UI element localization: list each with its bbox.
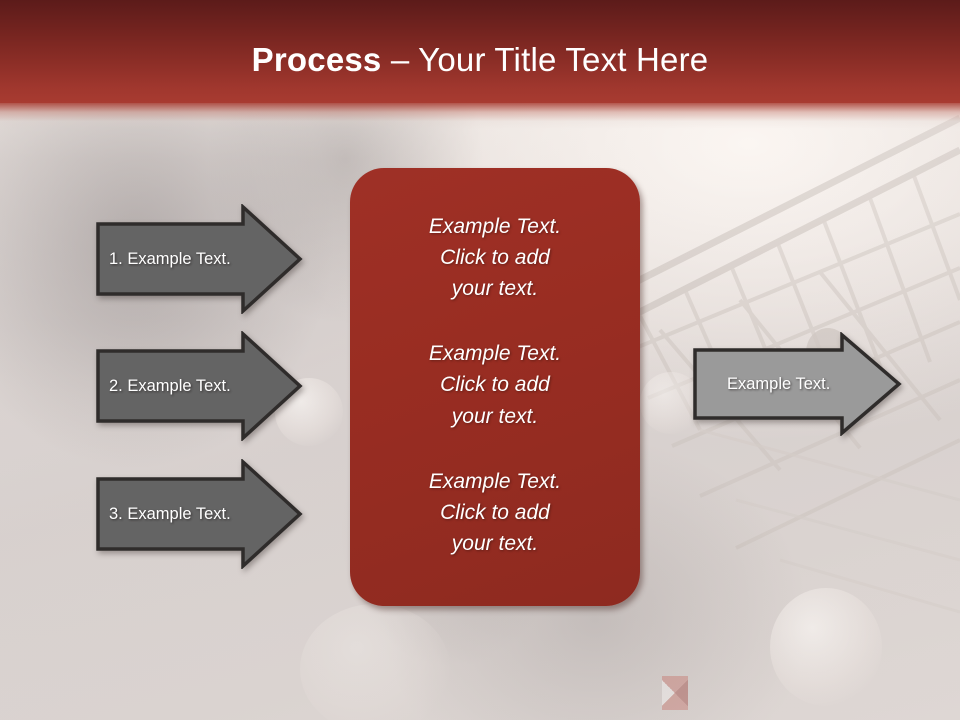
panel-text-block-2: Example Text. Click to add your text. [428,342,562,428]
process-arrow-3-label: 3. Example Text. [109,504,231,523]
arrow-right-icon [693,332,902,436]
center-content-panel[interactable]: Example Text. Click to add your text. Ex… [350,168,640,606]
panel-text-block-1: Example Text. Click to add your text. [428,215,562,301]
process-arrow-3[interactable]: 3. Example Text. [95,459,303,569]
process-arrow-1[interactable]: 1. Example Text. [95,204,303,314]
arrow-right-icon [96,331,303,441]
title-bar [0,0,960,103]
process-arrow-1-label: 1. Example Text. [109,249,231,268]
page-title: Process – Your Title Text Here [0,0,960,103]
arrow-right-icon [96,459,303,569]
page-title-rest: – Your Title Text Here [381,40,709,78]
panel-text-block-3: Example Text. Click to add your text. [428,469,562,555]
process-arrow-2-label: 2. Example Text. [109,376,231,395]
outcome-arrow-label: Example Text. [727,374,831,393]
arrow-right-icon [96,204,303,314]
outcome-arrow[interactable]: Example Text. [692,332,902,436]
process-arrow-2[interactable]: 2. Example Text. [95,331,303,441]
page-title-strong: Process [251,40,382,78]
title-bar-fade [0,103,960,129]
